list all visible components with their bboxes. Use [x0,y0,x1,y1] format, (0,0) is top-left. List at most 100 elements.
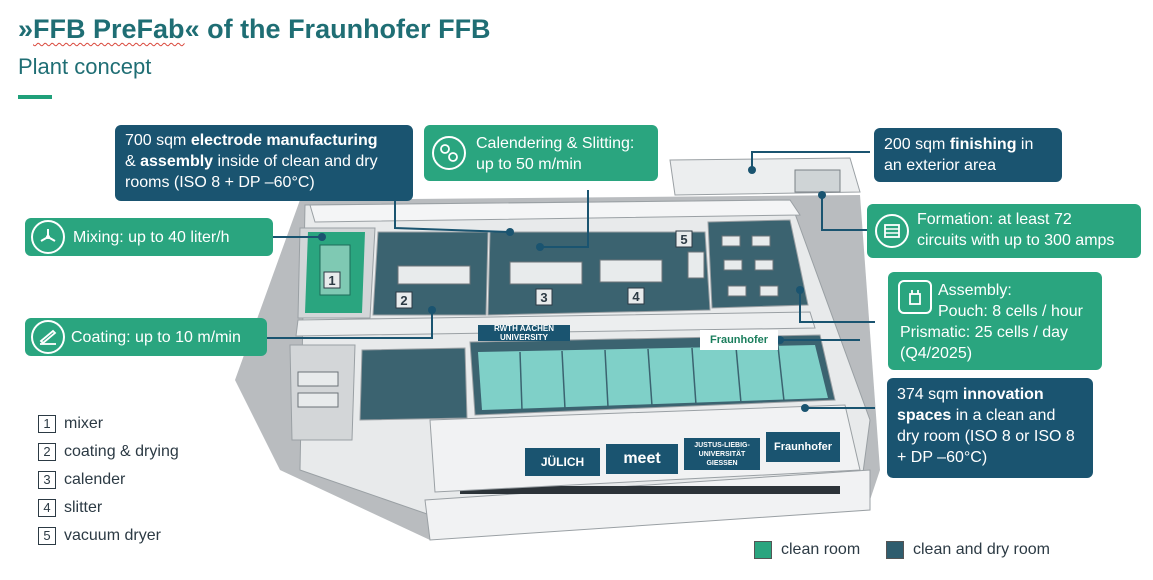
electrode-line3: rooms (ISO 8 + DP –60°C) [125,174,315,191]
plant-window-strip [460,486,840,494]
page-title: »FFB PreFab« of the Fraunhofer FFB [18,14,491,45]
legend-num-3: 3 [38,471,56,489]
plant-number-4: 4 [632,289,640,304]
fraunhofer-top-logo-text: Fraunhofer [709,334,769,346]
julich-logo-text: JÜLICH [540,455,585,469]
innovation-line1-b: innovation [962,386,1044,403]
innovation-line1-a: 374 sqm [897,386,963,403]
dry-room-swatch [886,541,904,559]
plant-roof-strip [309,199,801,223]
clean-room-swatch [754,541,772,559]
calender-machine [509,261,583,285]
formation-line2: circuits with up to 300 amps [917,232,1115,249]
assembly-callout: Assembly: Pouch: 8 cells / hour Prismati… [888,272,1102,370]
coating-machine [397,265,471,285]
innovation-line2-a: spaces [897,407,952,424]
legend-item-vacuum-dryer: 5 vacuum dryer [38,522,179,550]
julich-logo: JÜLICH [525,448,600,476]
formation-callout: Formation: at least 72 circuits with up … [867,204,1141,258]
assembly-line4: (Q4/2025) [900,345,973,362]
legend-num-2: 2 [38,443,56,461]
fraunhofer-bottom-logo-text: Fraunhofer [773,441,833,453]
electrode-line2-c: inside of clean and dry [213,153,378,170]
innovation-partitions [519,345,785,411]
plant-number-3: 3 [540,290,547,305]
calender-rollers-icon [432,136,466,170]
legend-label-4: slitter [64,499,103,516]
finishing-line1: 200 sqm finishing in [884,134,1052,155]
finishing-line2: an exterior area [884,157,997,174]
subtitle-text: Plant concept [18,54,152,79]
innovation-line3: dry room (ISO 8 or ISO 8 [897,428,1075,445]
equipment-legend: 1 mixer 2 coating & drying 3 calender 4 slit… [38,410,179,550]
legend-item-slitter: 4 slitter [38,494,179,522]
locker-equipment [297,371,339,408]
legend-label-5: vacuum dryer [64,527,161,544]
finishing-line1-c: in [1016,136,1034,153]
giessen-logo-text: JUSTUS-LIEBIG- UNIVERSITÄT GIESSEN [694,441,750,467]
legend-num-1: 1 [38,415,56,433]
innovation-line4: + DP –60°C) [897,449,988,466]
battery-cells-icon [875,214,909,248]
finishing-racks [794,169,841,193]
coating-text: Coating: up to 10 m/min [71,329,241,346]
innovation-callout: 374 sqm innovation spaces in a clean and… [887,378,1093,478]
rwth-logo: RWTH AACHEN UNIVERSITY [478,324,570,342]
coating-icon [31,320,65,354]
legend-item-mixer: 1 mixer [38,410,179,438]
title-prefab: FFB PreFab [33,14,185,44]
calendering-line2: up to 50 m/min [476,156,582,173]
electrode-callout: 700 sqm electrode manufacturing & assemb… [115,125,413,201]
title-divider [18,95,52,99]
callout-connectors [265,151,875,409]
assembly-line1: Assembly: [938,282,1012,299]
legend-label-3: calender [64,471,126,488]
coating-callout: Coating: up to 10 m/min [25,318,267,356]
finishing-line1-a: 200 sqm [884,136,950,153]
fraunhofer-bottom-logo: Fraunhofer [766,432,840,462]
title-rest: « of the Fraunhofer FFB [184,14,491,44]
electrode-line1-b: electrode manufacturing [190,132,378,149]
vacuum-dryer [687,251,705,279]
title-prefix: » [18,14,34,44]
assembly-workstations [721,235,779,297]
innovation-line1: 374 sqm innovation [897,384,1083,405]
electrode-callout-line1: 700 sqm electrode manufacturing [125,130,403,151]
electrode-line2-a: & [125,153,141,170]
plant-number-badges: 1 2 3 4 5 [323,230,693,309]
assembly-line2: Pouch: 8 cells / hour [938,303,1083,320]
meet-logo: meet [606,444,678,474]
calendering-line1: Calendering & Slitting: [476,135,635,152]
electrode-line1-a: 700 sqm [125,132,191,149]
corridor [295,311,816,337]
fraunhofer-top-logo: Fraunhofer [700,330,778,350]
electrode-callout-line2: & assembly inside of clean and dry [125,151,403,172]
slitter-machine [599,259,663,283]
mixing-text: Mixing: up to 40 liter/h [73,229,230,246]
room-legend-dry: clean and dry room [886,541,1050,559]
mixing-callout: Mixing: up to 40 liter/h [25,218,273,256]
legend-item-calender: 3 calender [38,466,179,494]
battery-assembly-icon [898,280,932,314]
legend-item-coating: 2 coating & drying [38,438,179,466]
room-legend-clean: clean room [754,541,860,559]
page-subtitle: Plant concept [18,54,151,80]
innovation-line2: spaces in a clean and [897,405,1083,426]
formation-line1: Formation: at least 72 [917,211,1072,228]
lower-dark-room [359,347,468,421]
plant-number-2: 2 [400,293,407,308]
legend-label-2: coating & drying [64,443,179,460]
legend-label-1: mixer [64,415,104,432]
giessen-logo: JUSTUS-LIEBIG- UNIVERSITÄT GIESSEN [684,438,760,470]
plant-number-1: 1 [328,273,335,288]
rwth-logo-text: RWTH AACHEN UNIVERSITY [494,324,554,342]
electrode-line2-b: assembly [140,153,214,170]
calendering-callout: Calendering & Slitting: up to 50 m/min [424,125,658,181]
meet-logo-text: meet [623,450,661,467]
legend-num-5: 5 [38,527,56,545]
dry-room-label: clean and dry room [913,541,1050,558]
finishing-callout: 200 sqm finishing in an exterior area [874,128,1062,182]
legend-num-4: 4 [38,499,56,517]
innovation-line2-b: in a clean and [951,407,1056,424]
finishing-line1-b: finishing [949,136,1017,153]
